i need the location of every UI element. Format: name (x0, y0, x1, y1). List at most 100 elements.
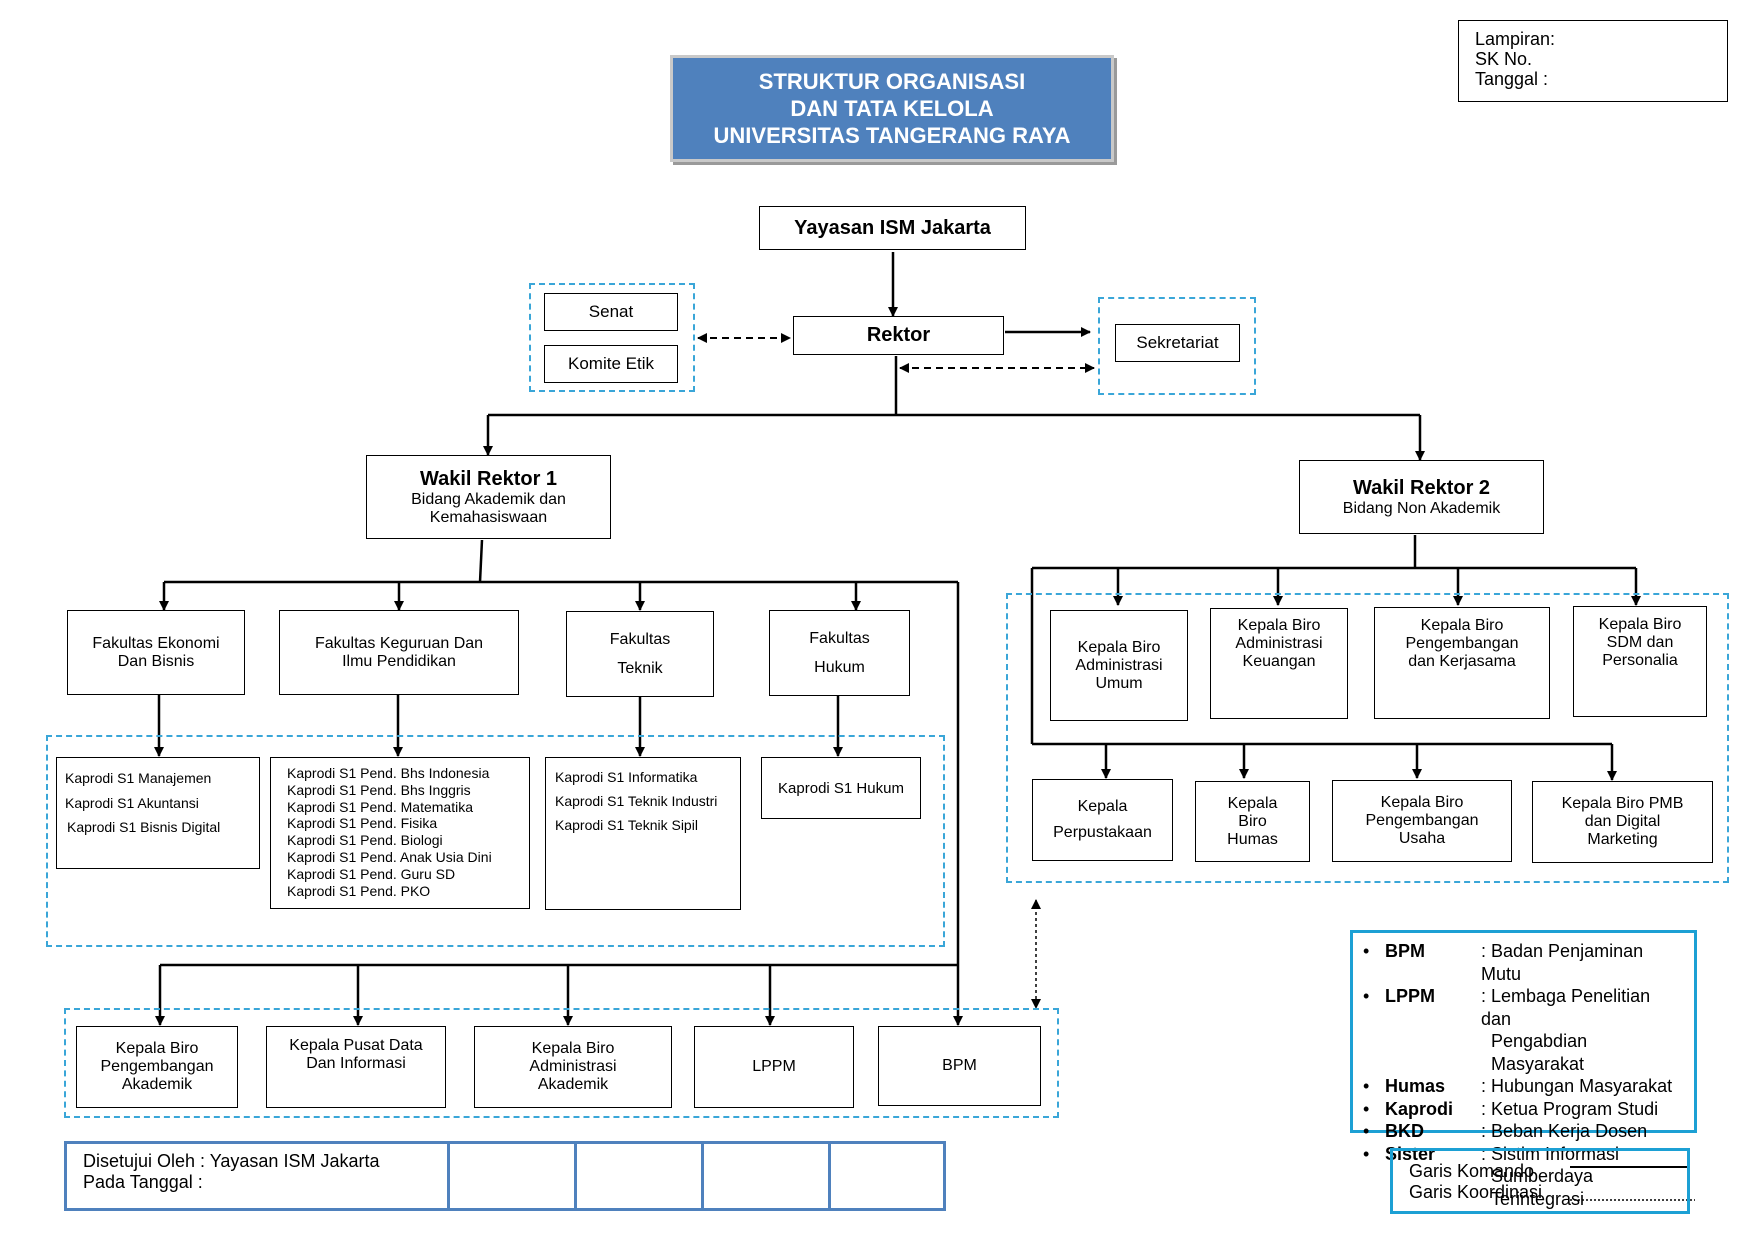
page-title: STRUKTUR ORGANISASI DAN TATA KELOLA UNIV… (670, 55, 1114, 162)
unit-label: Kepala Pusat Data (289, 1037, 423, 1054)
unit-label: LPPM (752, 1058, 796, 1075)
kaprodi-hukum-box: Kaprodi S1 Hukum (761, 757, 921, 819)
kaprodi-teknik-box: Kaprodi S1 Informatika Kaprodi S1 Teknik… (545, 757, 741, 910)
fakultas-hukum-box: Fakultas Hukum (769, 610, 910, 696)
wr2-sub-1: Bidang Non Akademik (1342, 499, 1501, 517)
fakultas-label: Ilmu Pendidikan (342, 652, 456, 670)
sekretariat-group (1098, 297, 1256, 395)
unit-label: Kepala Biro PMB (1561, 795, 1684, 812)
biro-sdm-personalia-box: Kepala Biro SDM dan Personalia (1573, 606, 1707, 717)
signature-cell (577, 1144, 704, 1208)
senat-group (529, 283, 695, 392)
bottom-units-group (64, 1008, 1059, 1118)
title-line-3: UNIVERSITAS TANGERANG RAYA (713, 123, 1071, 148)
unit-label: Marketing (1587, 831, 1658, 848)
komite-etik-box: Komite Etik (544, 345, 678, 383)
abbreviation-desc: : Badan Penjaminan Mutu (1481, 941, 1644, 984)
kaprodi-item: Kaprodi S1 Pend. Bhs Inggris (287, 781, 471, 798)
abbreviation-term: LPPM (1385, 986, 1436, 1006)
unit-label: dan Digital (1584, 813, 1661, 830)
bullet-icon: • (1363, 1076, 1370, 1096)
kaprodi-item: Kaprodi S1 Informatika (555, 769, 698, 785)
unit-label: Administrasi (1075, 656, 1163, 674)
unit-label: Kepala Biro (531, 1040, 615, 1057)
bpm-box: BPM (878, 1026, 1041, 1106)
kaprodi-item: Kaprodi S1 Akuntansi (65, 794, 199, 811)
kaprodi-item: Kaprodi S1 Teknik Sipil (555, 817, 698, 833)
kaprodi-item: Kaprodi S1 Teknik Industri (555, 793, 718, 809)
unit-label: BPM (942, 1057, 977, 1074)
title-line-2: DAN TATA KELOLA (790, 96, 994, 121)
sk-no-label: SK No. (1475, 49, 1533, 69)
biro-pengembangan-kerjasama-box: Kepala Biro Pengembangan dan Kerjasama (1374, 607, 1550, 719)
unit-label: Kepala Biro (1380, 794, 1464, 811)
abbreviation-term: BPM (1385, 941, 1425, 961)
yayasan-box: Yayasan ISM Jakarta (759, 206, 1026, 250)
kaprodi-group (46, 735, 945, 947)
unit-label: Perpustakaan (1053, 824, 1152, 841)
unit-label: Pengembangan (100, 1058, 214, 1075)
fakultas-label: Fakultas (809, 630, 870, 647)
biro-pengembangan-akademik-box: Kepala Biro Pengembangan Akademik (76, 1026, 238, 1108)
kaprodi-ekonomi-box: Kaprodi S1 Manajemen Kaprodi S1 Akuntans… (56, 757, 260, 869)
wakil-rektor-2-box: Wakil Rektor 2 Bidang Non Akademik (1299, 460, 1544, 534)
kaprodi-item: Kaprodi S1 Pend. Bhs Indonesia (287, 765, 490, 781)
unit-label: Akademik (121, 1076, 193, 1093)
kaprodi-item: Kaprodi S1 Pend. Matematika (287, 798, 473, 815)
abbreviation-legend: • BPM : Badan Penjaminan Mutu • LPPM : Lembag… (1350, 930, 1697, 1209)
biro-pmb-marketing-box: Kepala Biro PMB dan Digital Marketing (1532, 781, 1713, 863)
unit-label: Kepala Biro (1237, 617, 1321, 634)
biro-adm-keuangan-box: Kepala Biro Administrasi Keuangan (1210, 608, 1348, 719)
abbreviation-list: • BPM : Badan Penjaminan Mutu • LPPM : Lembag… (1363, 940, 1684, 1210)
abbreviation-desc: : Beban Kerja Dosen (1481, 1121, 1648, 1141)
unit-label: SDM dan (1606, 634, 1674, 651)
approval-date: Pada Tanggal : (83, 1172, 203, 1192)
unit-label: Kepala (1227, 794, 1278, 812)
wr2-units-group (1006, 593, 1729, 883)
fakultas-label: Fakultas Ekonomi (92, 634, 220, 652)
unit-label: Humas (1227, 830, 1278, 848)
fakultas-keguruan-box: Fakultas Keguruan Dan Ilmu Pendidikan (279, 610, 519, 695)
signature-cell (450, 1144, 577, 1208)
biro-administrasi-akademik-box: Kepala Biro Administrasi Akademik (474, 1026, 672, 1108)
kaprodi-item: Kaprodi S1 Pend. Anak Usia Dini (287, 848, 492, 865)
title-line-1: STRUKTUR ORGANISASI (758, 69, 1026, 94)
unit-label: Kepala Biro (1077, 638, 1161, 656)
garis-koordinasi-label: Garis Koordinasi (1409, 1182, 1543, 1202)
approval-by: Disetujui Oleh : Yayasan ISM Jakarta (83, 1151, 380, 1171)
approval-table: Disetujui Oleh : Yayasan ISM Jakarta Pad… (64, 1141, 946, 1211)
unit-label: Keuangan (1242, 653, 1316, 670)
fakultas-label: Hukum (814, 659, 865, 676)
abbreviation-term: Kaprodi (1385, 1098, 1454, 1119)
unit-label: Pengembangan (1365, 812, 1479, 829)
biro-pengembangan-usaha-box: Kepala Biro Pengembangan Usaha (1332, 780, 1512, 862)
unit-label: Umum (1095, 674, 1143, 692)
lppm-box: LPPM (694, 1026, 854, 1108)
line-legend: Garis Komando Garis Koordinasi (1390, 1148, 1690, 1214)
unit-label: Akademik (537, 1076, 609, 1093)
biro-humas-box: Kepala Biro Humas (1195, 781, 1310, 862)
abbreviation-desc: : Ketua Program Studi (1481, 1098, 1659, 1119)
bullet-icon: • (1363, 1098, 1370, 1119)
abbreviation-item: •BPM: Badan Penjaminan Mutu (1363, 940, 1684, 985)
biro-adm-umum-box: Kepala Biro Administrasi Umum (1050, 610, 1188, 721)
senat-box: Senat (544, 293, 678, 331)
fakultas-label: Teknik (617, 660, 663, 677)
kaprodi-item: Kaprodi S1 Pend. PKO (287, 882, 431, 899)
lampiran-label: Lampiran: (1475, 29, 1556, 49)
fakultas-ekonomi-box: Fakultas Ekonomi Dan Bisnis (67, 610, 245, 695)
unit-label: Dan Informasi (306, 1055, 406, 1072)
fakultas-teknik-box: Fakultas Teknik (566, 611, 714, 697)
unit-label: Kepala (1077, 798, 1128, 815)
unit-label: dan Kerjasama (1408, 653, 1516, 670)
approval-label-cell: Disetujui Oleh : Yayasan ISM Jakarta Pad… (67, 1144, 450, 1208)
signature-cell (704, 1144, 831, 1208)
unit-label: Biro (1238, 812, 1267, 830)
fakultas-label: Fakultas (609, 631, 671, 648)
unit-label: Administrasi (1235, 635, 1323, 652)
unit-label: Kepala Biro (1420, 617, 1504, 634)
unit-label: Usaha (1398, 830, 1446, 847)
pusat-data-informasi-box: Kepala Pusat Data Dan Informasi (266, 1026, 446, 1108)
